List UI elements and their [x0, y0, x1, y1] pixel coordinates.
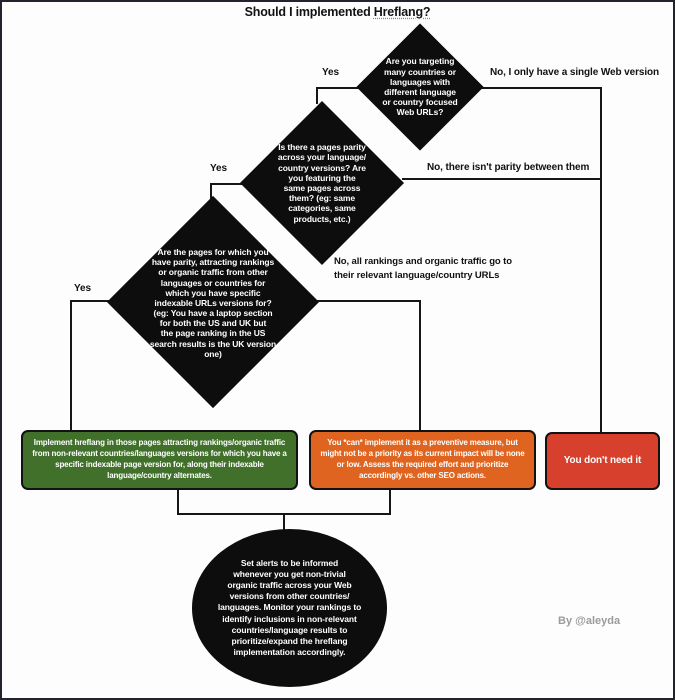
page-title-text: Should I implemented: [244, 5, 374, 19]
outcome-implement-hreflang: Implement hreflang in those pages attrac…: [21, 430, 298, 490]
connector-yes3-vertical: [70, 300, 72, 431]
edge-label-yes-1: Yes: [322, 67, 339, 78]
decision-question-rankings: Are the pages for which you have parity,…: [149, 246, 277, 359]
author-credit: By @aleyda: [558, 615, 621, 627]
connector-orange-down: [389, 489, 391, 515]
connector-no2-horizontal: [402, 178, 602, 180]
connector-no-branch-vertical: [600, 87, 602, 433]
connector-no3-vertical: [419, 300, 421, 431]
connector-yes1-vertical: [316, 87, 318, 104]
edge-label-no-single-version: No, I only have a single Web version: [490, 67, 660, 78]
edge-label-no-parity: No, there isn't parity between them: [427, 162, 590, 173]
connector-green-down: [177, 489, 179, 515]
edge-label-no-rankings: No, all rankings and organic traffic go …: [334, 256, 512, 281]
connector-yes2-horizontal: [210, 183, 244, 185]
connector-no3-horizontal: [316, 300, 421, 302]
outcome-preventive-measure: You *can* implement it as a preventive m…: [309, 430, 536, 490]
edge-label-yes-2: Yes: [210, 163, 227, 174]
connector-yes3-horizontal: [70, 300, 112, 302]
connector-yes2-vertical: [210, 183, 212, 203]
connector-no1-horizontal: [479, 87, 602, 89]
page-title-hreflang-word: Hreflang?: [373, 5, 431, 19]
page-title: Should I implemented Hreflang?: [2, 5, 673, 19]
outcome-not-needed: You don't need it: [545, 432, 660, 490]
decision-question-targeting: Are you targeting many countries or lang…: [382, 56, 458, 118]
connector-circle-drop: [283, 513, 285, 531]
followup-note-circle: Set alerts to be informed whenever you g…: [192, 529, 387, 687]
decision-question-parity: Is there a pages parity across your lang…: [277, 142, 367, 224]
connector-yes1-horizontal: [316, 87, 362, 89]
edge-label-yes-3: Yes: [74, 283, 91, 294]
